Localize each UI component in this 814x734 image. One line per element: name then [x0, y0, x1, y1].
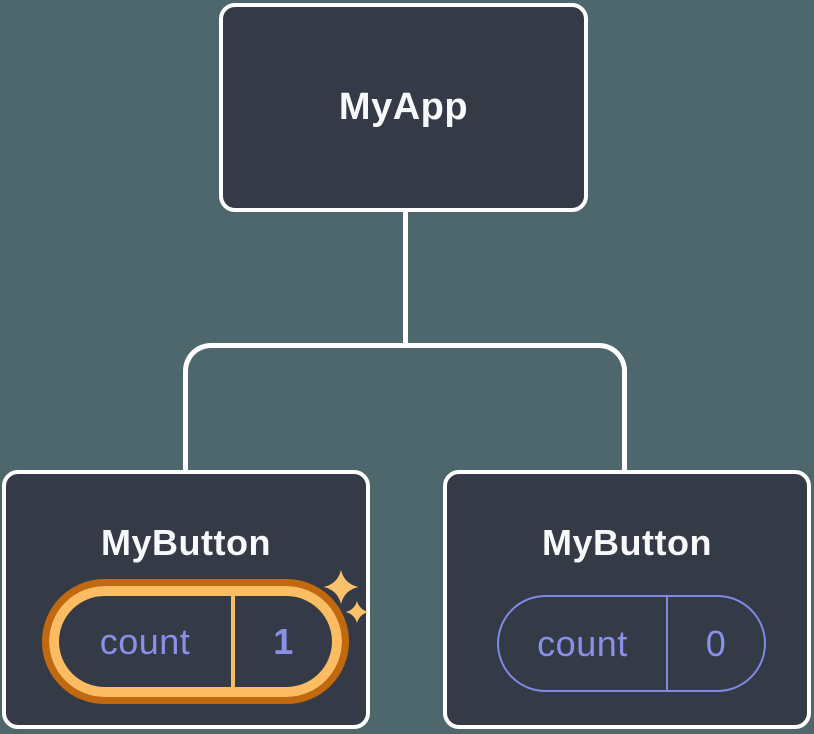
node-mybutton-plain: MyButton count 0	[443, 470, 811, 729]
state-value: 1	[273, 620, 294, 662]
pill-divider	[665, 597, 668, 690]
node-mybutton-plain-label: MyButton	[542, 522, 712, 563]
node-myapp: MyApp	[219, 3, 588, 212]
state-pill-plain: count 0	[497, 595, 766, 692]
pill-divider	[230, 596, 235, 687]
node-mybutton-updated-label: MyButton	[101, 522, 271, 563]
sparkles-icon	[323, 570, 369, 623]
state-pill-highlighted: count 1	[42, 579, 349, 704]
connector-branch-bracket	[183, 343, 627, 470]
state-value: 0	[705, 622, 727, 664]
node-myapp-label: MyApp	[338, 86, 469, 128]
connector-root-stem	[403, 205, 408, 348]
state-name: count	[537, 622, 628, 664]
state-name: count	[99, 620, 191, 662]
node-mybutton-updated: MyButton count 1	[2, 470, 370, 729]
